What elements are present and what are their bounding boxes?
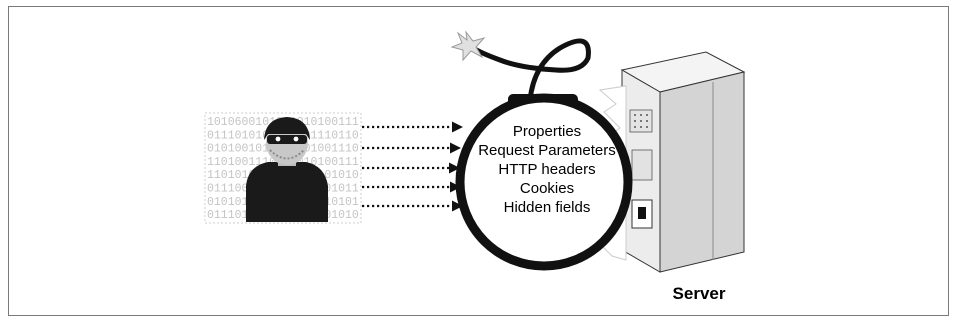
attack-arrow [362, 181, 461, 193]
fuse-spark-icon [450, 30, 591, 103]
attack-arrow [362, 200, 463, 212]
attack-arrow [362, 162, 460, 174]
attack-arrows [362, 121, 463, 212]
attack-vector-label: Properties [512, 123, 582, 140]
attack-arrow [362, 121, 463, 133]
bomb-icon [455, 93, 633, 271]
attack-arrow [362, 142, 461, 154]
attack-vector-label: Cookies [519, 180, 575, 197]
attack-vector-label: HTTP headers [498, 161, 596, 178]
masked-attacker-icon [246, 117, 328, 222]
server-label: Server [672, 284, 726, 303]
attack-vector-label: Request Parameters [478, 142, 616, 159]
attack-vector-label: Hidden fields [503, 199, 591, 216]
